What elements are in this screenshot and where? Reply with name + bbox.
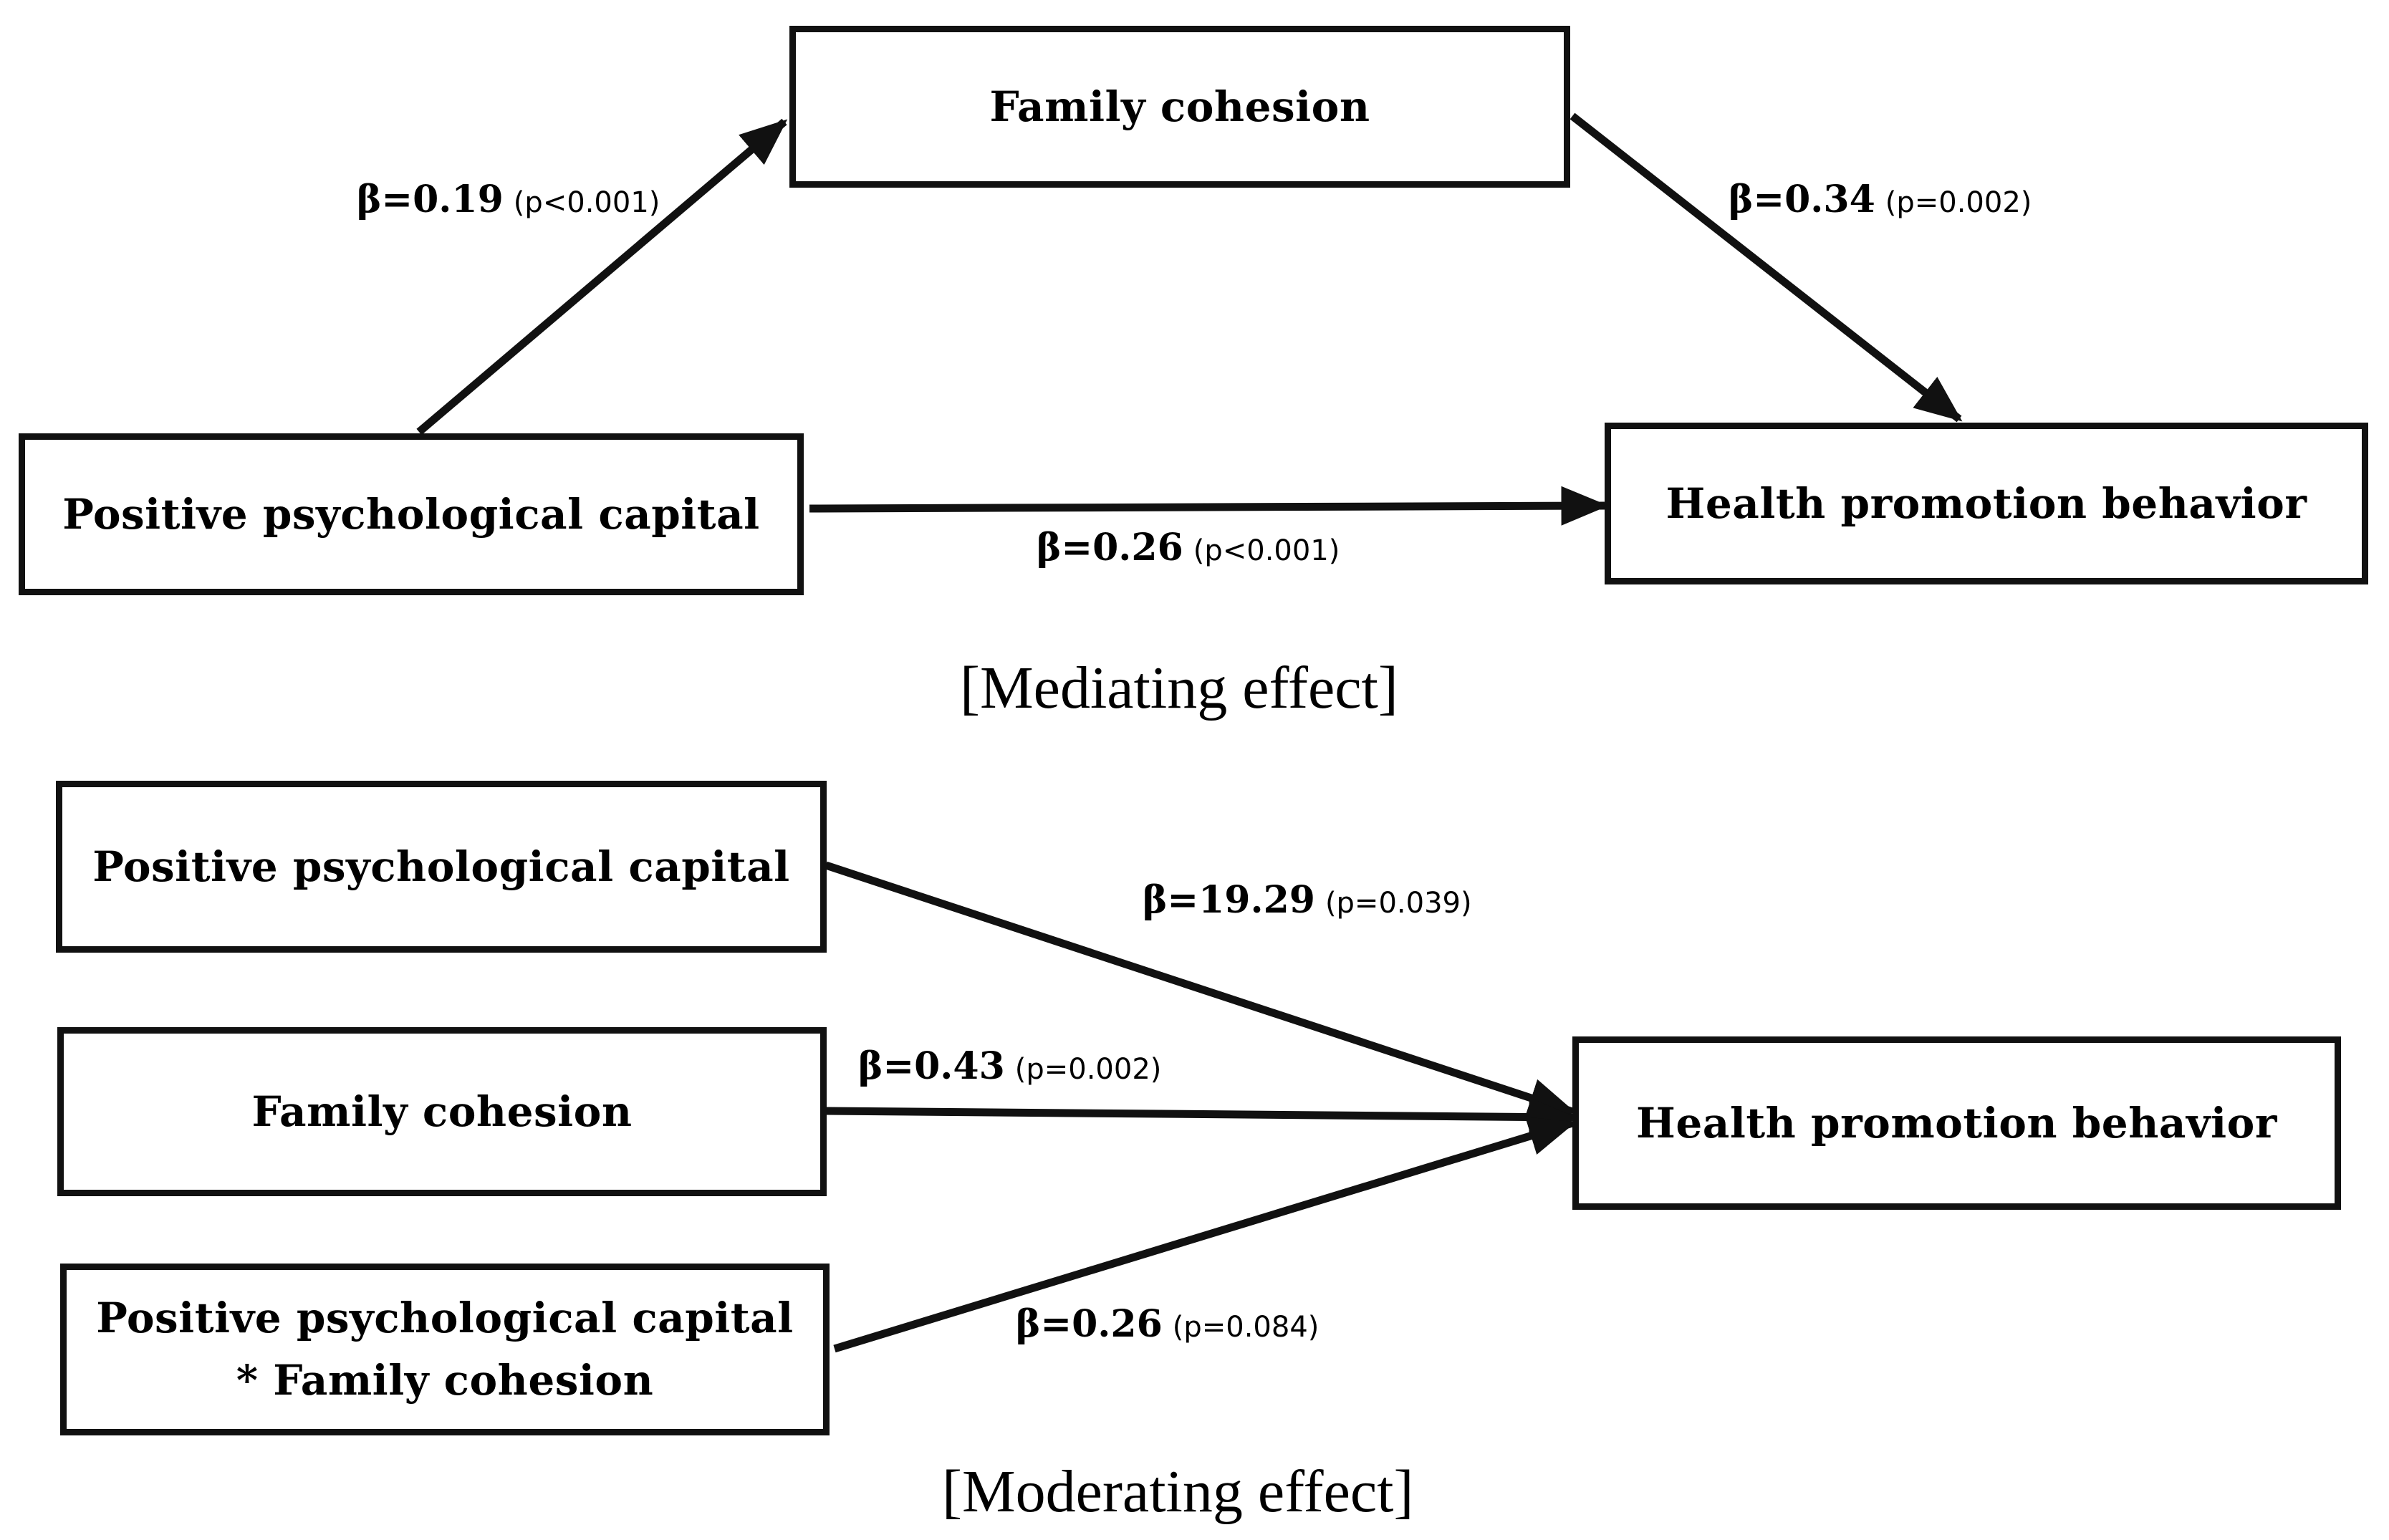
moderating-predictor-label: Positive psychological capital [92,842,790,891]
arrow-mod-interaction-to-outcome [833,1117,1577,1353]
moderating-interaction-p: (p=0.084) [1172,1311,1320,1344]
moderating-caption: [Moderating effect] [942,1458,1414,1525]
moderating-outcome-label: Health promotion behavior [1636,1098,2277,1147]
mediating-path-a-p: (p<0.001) [513,186,660,219]
arrow-predictor-to-mediator [416,118,788,435]
mediating-path-a-coefficient: β=0.19 (p<0.001) [357,178,660,221]
moderating-predictor-p: (p=0.039) [1325,887,1472,920]
mediating-path-b-coefficient: β=0.34 (p=0.002) [1729,178,2032,221]
moderating-predictor-beta: β=19.29 [1143,878,1315,922]
mediating-mediator-label: Family cohesion [989,82,1370,131]
mediating-path-a-beta: β=0.19 [357,178,504,221]
moderating-moderator-box: Family cohesion [57,1027,827,1196]
moderating-interaction-beta: β=0.26 [1016,1302,1163,1346]
moderating-interaction-box: Positive psychological capital * Family … [60,1264,830,1435]
moderating-outcome-box: Health promotion behavior [1572,1036,2341,1210]
arrow-mediator-to-outcome [1570,112,1963,423]
mediating-predictor-box: Positive psychological capital [19,433,804,595]
moderating-interaction-label: Positive psychological capital * Family … [96,1287,793,1412]
mediating-predictor-label: Positive psychological capital [62,489,760,539]
moderating-moderator-label: Family cohesion [251,1087,633,1136]
mediating-mediator-box: Family cohesion [789,26,1570,188]
moderating-interaction-line2: * Family cohesion [236,1356,654,1405]
arrow-predictor-to-outcome [809,486,1609,526]
mediating-path-c-coefficient: β=0.26 (p<0.001) [1037,526,1340,569]
mediating-outcome-box: Health promotion behavior [1605,423,2368,584]
moderating-predictor-box: Positive psychological capital [56,781,827,953]
mediating-outcome-label: Health promotion behavior [1665,478,2307,528]
mediating-path-b-beta: β=0.34 [1729,178,1875,221]
mediating-path-c-p: (p<0.001) [1193,534,1340,567]
moderating-interaction-line1: Positive psychological capital [96,1294,794,1342]
moderating-moderator-coefficient: β=0.43 (p=0.002) [858,1044,1161,1088]
moderating-predictor-coefficient: β=19.29 (p=0.039) [1143,878,1472,922]
mediating-path-b-p: (p=0.002) [1885,186,2032,219]
mediating-caption: [Mediating effect] [960,655,1398,721]
arrow-mod-predictor-to-outcome [825,861,1577,1117]
arrow-mod-moderator-to-outcome [825,1097,1577,1137]
moderating-moderator-p: (p=0.002) [1014,1053,1162,1086]
moderating-interaction-coefficient: β=0.26 (p=0.084) [1016,1302,1319,1346]
moderating-moderator-beta: β=0.43 [858,1044,1005,1088]
mediating-path-c-beta: β=0.26 [1037,526,1183,569]
